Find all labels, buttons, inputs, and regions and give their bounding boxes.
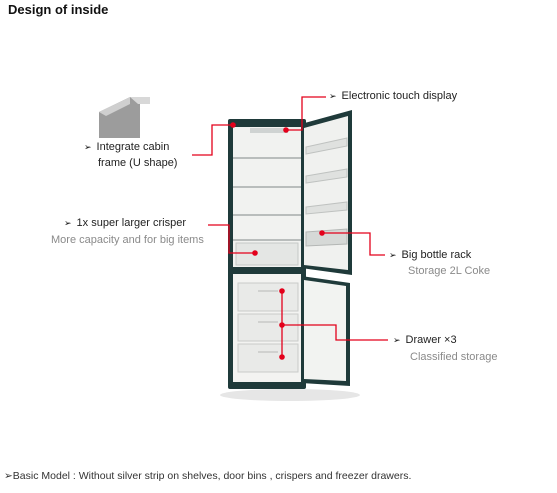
callout-line-bottle-rack [322,232,385,256]
callout-dot-drawer-3 [279,354,285,360]
callout-frame-line1: Integrate cabin [96,141,170,153]
arrow-bullet-icon: ➢ [84,142,92,152]
callout-line-frame [192,124,233,156]
arrow-bullet-icon: ➢ [389,250,397,260]
callout-line-display [286,96,326,131]
callout-drawer: ➢ Drawer ×3 [393,334,457,346]
callout-line-drawer [282,324,388,341]
callout-lines [192,96,388,357]
footnote: ➢Basic Model : Without silver strip on s… [4,470,412,482]
callout-drawer-text: Drawer ×3 [405,334,457,346]
callout-drawer-sub: Classified storage [410,351,498,363]
callout-dot-drawer-2 [279,322,285,328]
callout-dot-crisper [252,250,258,256]
callout-bottle-rack-text: Big bottle rack [401,249,472,261]
callout-dots [230,122,325,360]
callout-crisper: ➢ 1x super larger crisper [64,217,186,229]
refrigerator-image [220,110,360,401]
callout-crisper-sub: More capacity and for big items [51,234,204,246]
callout-bottle-rack-sub: Storage 2L Coke [408,265,491,277]
u-frame-profile-icon [99,97,150,138]
callout-dot-display [283,127,289,133]
callout-frame: ➢ Integrate cabin [84,141,169,153]
callout-dot-drawer-1 [279,288,285,294]
callout-crisper-text: 1x super larger crisper [76,217,186,229]
callout-line-crisper [208,224,255,254]
callout-display: ➢ Electronic touch display [329,90,457,102]
callout-frame-line2: frame (U shape) [98,157,178,169]
callout-dot-frame [230,122,236,128]
arrow-bullet-icon: ➢ [329,91,337,101]
callout-display-text: Electronic touch display [341,90,458,102]
arrow-bullet-icon: ➢ [393,335,401,345]
callout-dot-bottle-rack [319,230,325,236]
callout-bottle-rack: ➢ Big bottle rack [389,249,471,261]
page-title: Design of inside [8,2,109,17]
arrow-bullet-icon: ➢ [64,218,72,228]
